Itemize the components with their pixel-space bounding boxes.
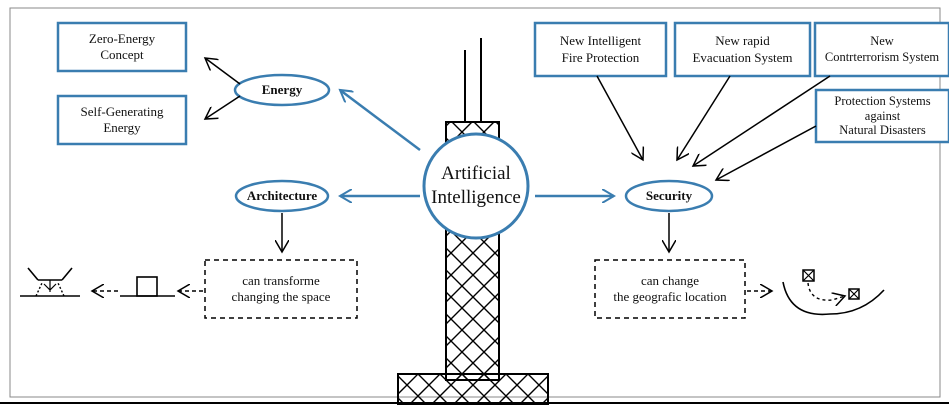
zero-energy-box bbox=[56, 21, 188, 73]
security-note-label: can change the geografic location bbox=[613, 272, 727, 304]
energy-arrows bbox=[205, 58, 241, 119]
security-oval bbox=[624, 179, 714, 213]
relocation-sketch bbox=[747, 269, 885, 316]
energy-label: Energy bbox=[261, 81, 303, 97]
security-note-box bbox=[594, 259, 746, 319]
zero-energy-label: Zero-Energy Concept bbox=[88, 30, 156, 62]
evacuation-box bbox=[673, 21, 812, 78]
architecture-oval bbox=[234, 179, 330, 213]
self-generating-box bbox=[56, 94, 188, 146]
fire-protection-label: New Intelligent Fire Protection bbox=[559, 33, 642, 65]
natural-disasters-box bbox=[814, 88, 949, 144]
transform-sketch bbox=[20, 267, 203, 296]
security-arrows bbox=[596, 75, 831, 180]
ai-label: Artificial Intelligence bbox=[431, 163, 521, 208]
counterterrorism-box bbox=[813, 21, 949, 78]
natural-disasters-label: Protection Systems against Natural Disas… bbox=[834, 94, 931, 138]
self-generating-label: Self-Generating Energy bbox=[80, 103, 164, 135]
security-label: Security bbox=[645, 187, 693, 203]
ai-circle bbox=[422, 132, 530, 240]
architecture-note-box bbox=[204, 259, 358, 319]
energy-oval bbox=[233, 73, 331, 107]
evacuation-label: New rapid Evacuation System bbox=[692, 33, 793, 65]
architecture-label: Architecture bbox=[246, 187, 318, 203]
fire-box bbox=[533, 21, 668, 78]
ai-connectors bbox=[340, 90, 614, 196]
counterterrorism-label: New Contrterrorism System bbox=[824, 33, 940, 64]
architecture-note-label: can transforme changing the space bbox=[231, 272, 331, 304]
